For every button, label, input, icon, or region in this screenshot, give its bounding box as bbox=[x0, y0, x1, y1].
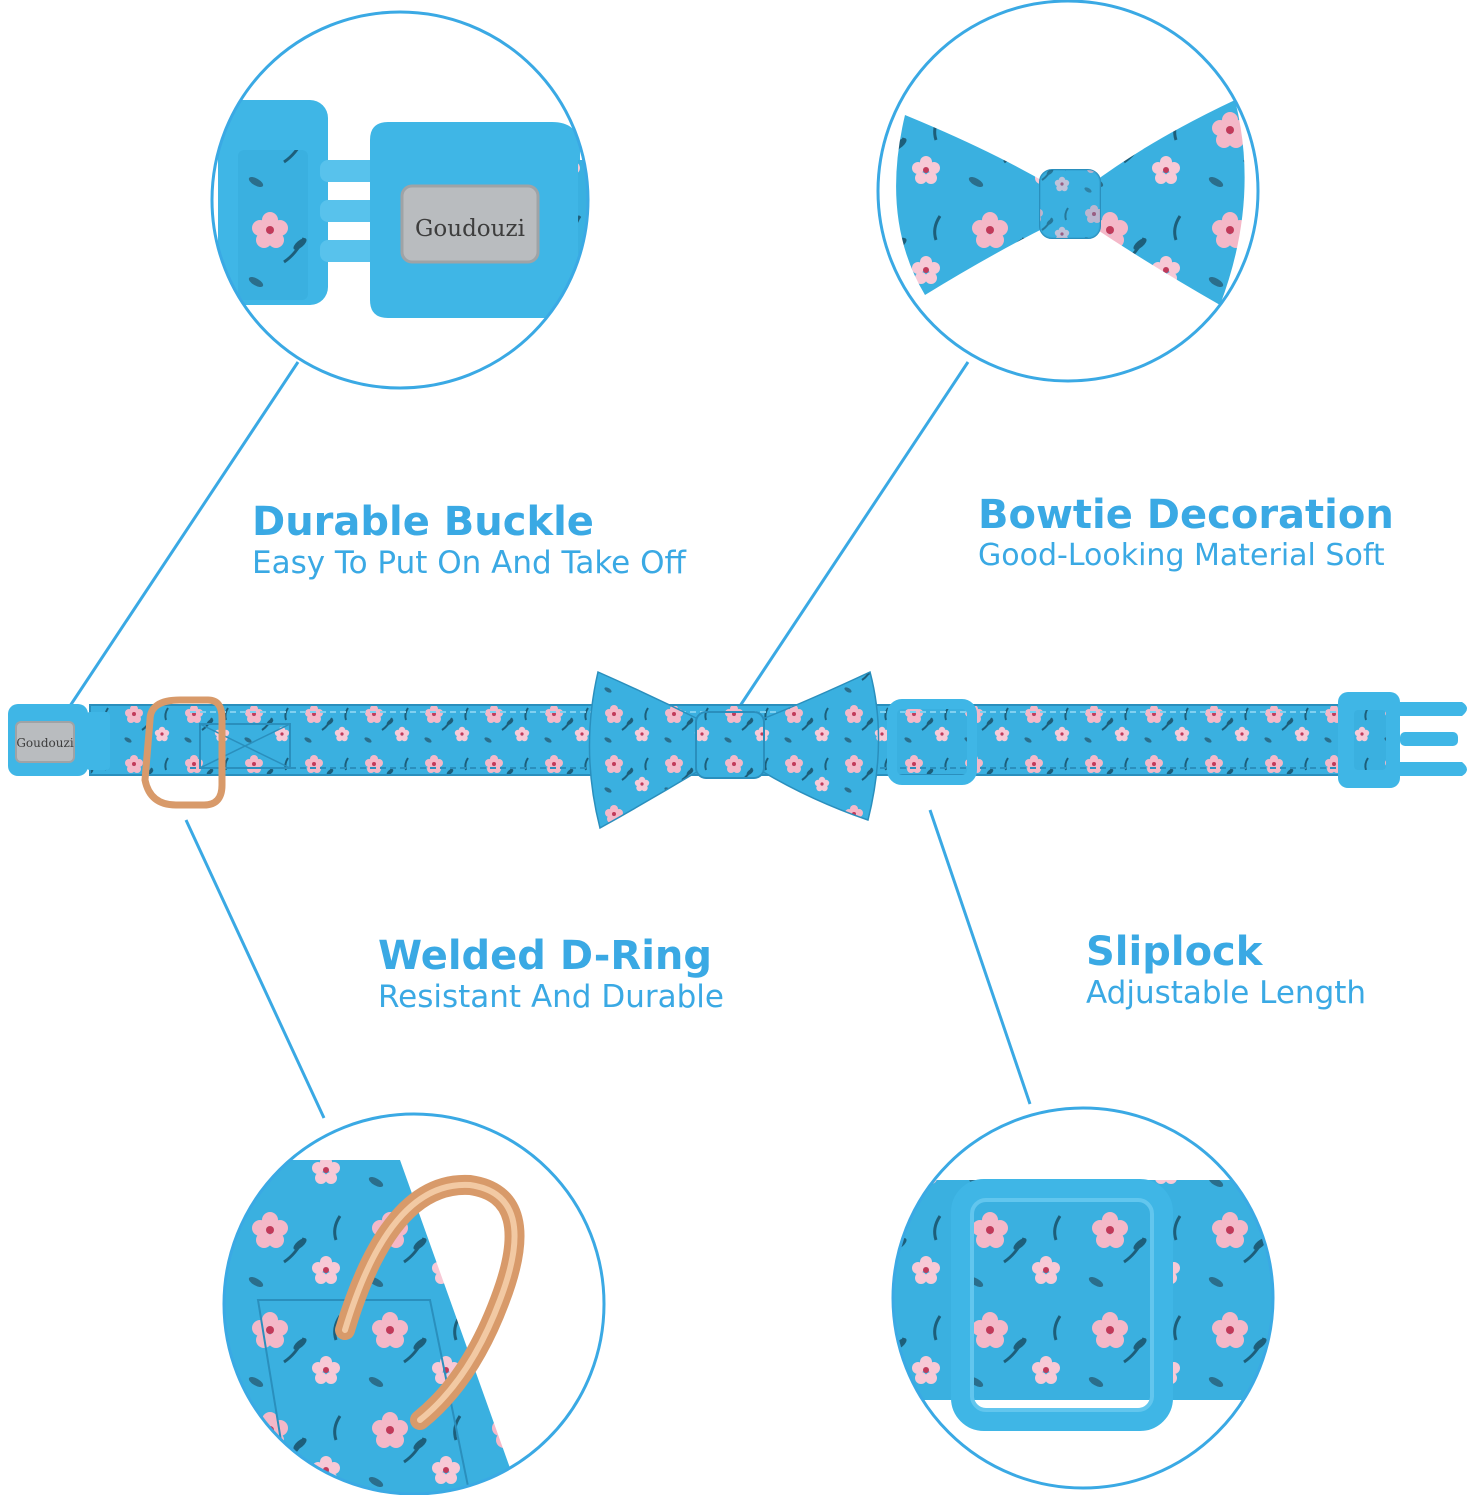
bowtie-connector-line bbox=[734, 361, 970, 713]
collar-dring bbox=[141, 696, 226, 809]
connector-lines bbox=[64, 361, 1032, 1119]
feature-subtitle-bowtie: Good-Looking Material Soft bbox=[978, 538, 1385, 573]
buckle-closeup-icon: Goudouzi bbox=[210, 10, 590, 390]
sliplock-connector-line bbox=[928, 809, 1032, 1105]
feature-title-buckle: Durable Buckle bbox=[252, 499, 594, 545]
collar-bowtie bbox=[588, 670, 880, 830]
feature-durable-buckle: Durable Buckle Easy To Put On And Take O… bbox=[252, 500, 686, 582]
collar-buckle-left: Goudouzi bbox=[8, 704, 110, 776]
feature-title-sliplock: Sliplock bbox=[1086, 929, 1263, 975]
feature-subtitle-sliplock: Adjustable Length bbox=[1086, 975, 1367, 1011]
feature-welded-dring: Welded D-Ring Resistant And Durable bbox=[378, 934, 724, 1016]
feature-title-dring: Welded D-Ring bbox=[378, 933, 713, 979]
dring-closeup-icon bbox=[222, 1112, 606, 1495]
feature-subtitle-dring: Resistant And Durable bbox=[378, 979, 724, 1015]
feature-bowtie-decoration: Bowtie Decoration Good-Looking Material … bbox=[978, 493, 1394, 575]
buckle-connector-line bbox=[64, 361, 300, 713]
collar-sliplock bbox=[887, 699, 977, 785]
feature-subtitle-buckle: Easy To Put On And Take Off bbox=[252, 545, 686, 581]
buckle-logo-text: Goudouzi bbox=[415, 216, 525, 242]
dring-connector-line bbox=[184, 819, 326, 1119]
collar-logo-text: Goudouzi bbox=[16, 736, 73, 750]
collar-illustration: Goudouzi bbox=[8, 670, 1467, 830]
feature-sliplock: Sliplock Adjustable Length bbox=[1086, 930, 1366, 1012]
bowtie-closeup-icon bbox=[876, 0, 1260, 383]
sliplock-closeup-icon bbox=[891, 1106, 1275, 1490]
collar-buckle-right bbox=[1338, 692, 1467, 788]
feature-title-bowtie: Bowtie Decoration bbox=[978, 492, 1394, 538]
